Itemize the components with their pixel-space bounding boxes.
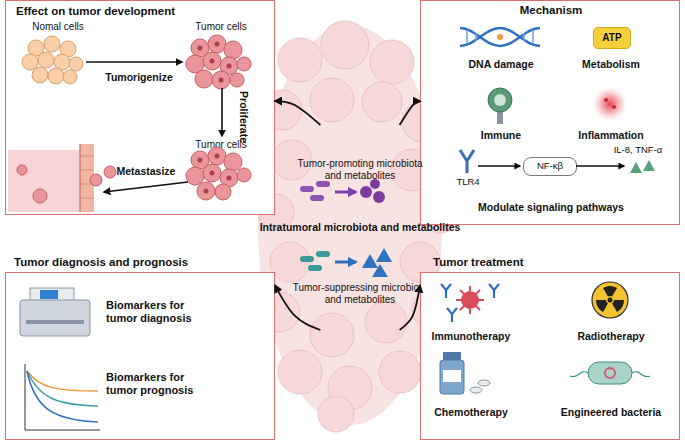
item-label: DNA damage <box>451 58 551 70</box>
item-label: Metabolism <box>561 58 661 70</box>
item-label: Engineered bacteria <box>551 406 671 418</box>
item-label: Inflammation <box>561 129 661 141</box>
promoting-bacteria <box>360 179 385 203</box>
item-label: Intratumoral microbiota and metabolites <box>240 221 480 233</box>
tumor-tissue <box>379 351 421 393</box>
item-label: Immune <box>451 129 551 141</box>
tumor-tissue <box>362 82 402 122</box>
item-label: Radiotherapy <box>561 330 661 342</box>
section-panel: Tumor diagnosis and prognosisBiomarkers … <box>5 272 275 440</box>
tumor-tissue <box>278 38 322 82</box>
suppressing-bacteria <box>300 248 392 277</box>
item-label: Metastasize <box>96 165 196 177</box>
item-label: NF-κβ <box>524 161 576 172</box>
pathway-box: NF-κβ <box>523 157 577 176</box>
item-label: Immunotherapy <box>421 330 521 342</box>
connector-arrow <box>400 101 420 125</box>
item-label: Tumor cells <box>176 139 266 151</box>
item-label: Chemotherapy <box>421 406 521 418</box>
promoting-bacteria <box>300 186 314 192</box>
suppressing-bacteria <box>362 254 378 268</box>
promoting-bacteria <box>310 195 324 201</box>
section-heading: Tumor diagnosis and prognosis <box>14 256 274 269</box>
promoting-bacteria <box>300 181 330 201</box>
tumor-tissue <box>365 301 407 343</box>
item-label: Biomarkers for tumor diagnosis <box>106 299 214 324</box>
item-label: TLR4 <box>448 177 488 188</box>
suppressing-bacteria <box>316 251 330 257</box>
tumor-tissue <box>310 78 354 122</box>
suppressing-bacteria <box>308 265 322 271</box>
tumor-tissue <box>310 313 354 357</box>
section-panel: Effect on tumor developmentNomal cellsTu… <box>5 0 275 215</box>
promoting-bacteria <box>373 191 385 203</box>
item-label: IL-8, TNF-α <box>603 145 673 156</box>
section-heading: Effect on tumor development <box>16 5 266 18</box>
suppressing-bacteria <box>335 261 356 264</box>
item-label: Tumor-suppressing microbiota and metabol… <box>285 282 435 305</box>
section-heading: Mechanism <box>451 4 651 17</box>
promoting-bacteria <box>360 186 372 198</box>
item-label: Tumor-promoting microbiota and metabolit… <box>290 158 430 181</box>
connector-arrow <box>275 101 320 125</box>
suppressing-bacteria <box>372 264 388 277</box>
item-label: Tumorigenize <box>89 71 189 83</box>
core-hub: Tumor-promoting microbiota and metabolit… <box>305 125 415 330</box>
section-heading: Tumor treatment <box>433 256 673 269</box>
section-panel: MechanismDNA damage MetabolismImmune Infla… <box>420 0 680 225</box>
item-label: Modulate signaling pathways <box>441 201 661 213</box>
suppressing-bacteria <box>300 251 330 271</box>
tumor-tissue <box>318 396 354 432</box>
tumor-tissue <box>270 242 310 282</box>
item-label: ATP <box>594 32 630 44</box>
item-label: Biomarkers for tumor prognosis <box>106 371 214 396</box>
metabolite-badge: ATP <box>593 27 631 49</box>
promoting-bacteria <box>335 191 356 194</box>
item-label: Nomal cells <box>13 21 103 33</box>
suppressing-bacteria <box>300 256 314 262</box>
tumor-tissue <box>278 350 322 394</box>
section-panel: Tumor treatmentImmunotherapyRadiotherapy… <box>420 272 680 440</box>
tumor-tissue <box>370 40 414 84</box>
suppressing-bacteria <box>376 248 392 262</box>
tumor-tissue <box>321 21 369 69</box>
suppressing-bacteria <box>362 248 392 277</box>
promoting-bacteria <box>300 179 385 203</box>
promoting-bacteria <box>316 181 330 187</box>
item-label: Tumor cells <box>176 21 266 33</box>
